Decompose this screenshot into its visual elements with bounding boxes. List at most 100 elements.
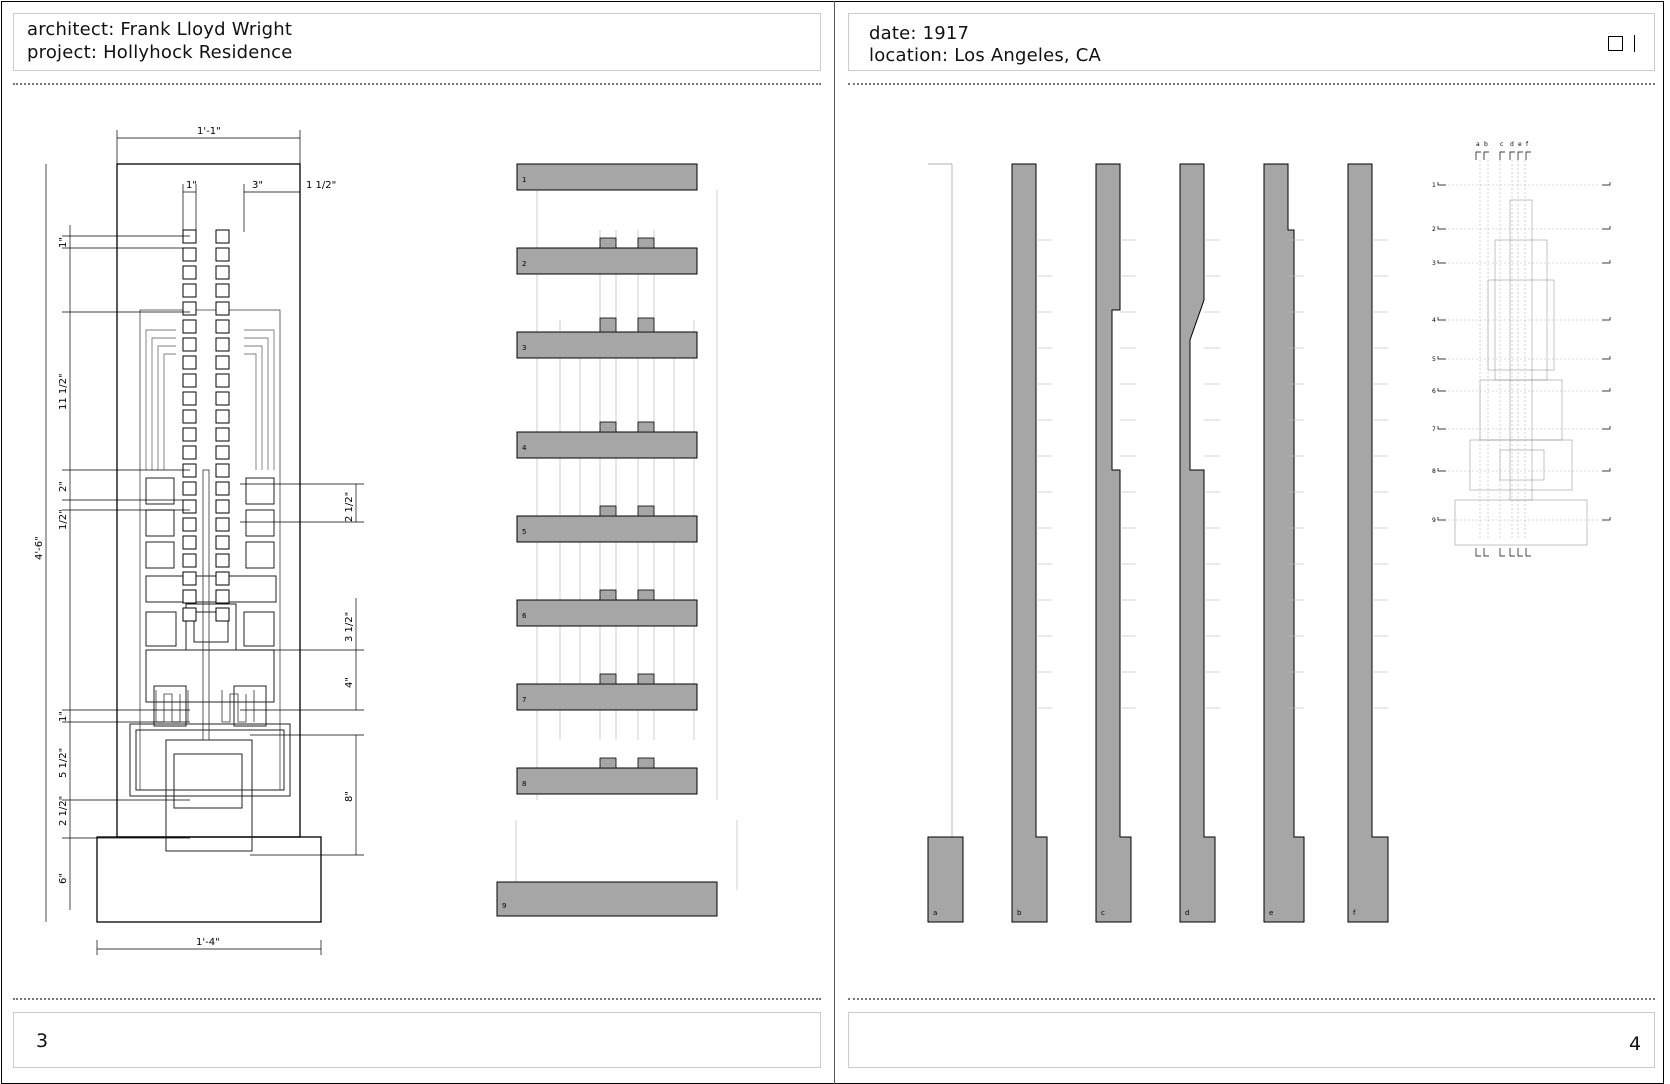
ornament-square <box>182 247 197 262</box>
key-marker <box>1517 548 1523 557</box>
dim-left-2: 2" <box>58 481 69 492</box>
elevation-c: c <box>1095 163 1136 923</box>
dim-bottom-width: 1'-4" <box>196 937 220 948</box>
key-marker <box>1525 548 1531 557</box>
key-cut-marker <box>1602 426 1611 430</box>
ornament-square <box>182 499 197 514</box>
key-cut-marker <box>1602 226 1611 230</box>
section-fill <box>516 683 698 711</box>
key-cut-marker <box>1602 182 1611 186</box>
ornament-square <box>182 571 197 586</box>
dim-right-2-5: 2 1/2" <box>344 492 355 522</box>
right-bottom-rule <box>848 998 1655 1000</box>
section-label: 5 <box>522 528 526 536</box>
ornament-square <box>215 499 230 514</box>
section-fill <box>516 515 698 543</box>
right-top-rule <box>848 83 1655 85</box>
section-notch <box>599 505 617 517</box>
key-cut-marker <box>1437 317 1446 321</box>
right-footer-box: 4 <box>848 1012 1655 1068</box>
ornament-square <box>215 517 230 532</box>
dim-top-width: 1'-1" <box>197 126 221 137</box>
section-cut-6: 6 <box>516 589 698 627</box>
ornament-square <box>182 265 197 280</box>
ornament-square <box>215 265 230 280</box>
ornament-square <box>215 571 230 586</box>
section-label: 2 <box>522 260 526 268</box>
section-fill <box>516 599 698 627</box>
section-notch <box>637 317 655 333</box>
key-marker <box>1483 548 1489 557</box>
key-letter-a: a <box>1476 141 1480 148</box>
section-fill <box>516 331 698 359</box>
key-marker <box>1499 548 1505 557</box>
date-value: 1917 <box>922 23 970 44</box>
key-cut-marker <box>1437 182 1446 186</box>
elevation-a: a <box>927 163 964 923</box>
section-notch <box>637 421 655 433</box>
elevation-fill <box>1347 163 1389 923</box>
dim-right-4: 4" <box>344 677 355 688</box>
ornament-square <box>215 427 230 442</box>
section-label: 6 <box>522 612 527 620</box>
key-cut-marker <box>1437 356 1446 360</box>
section-label: 4 <box>522 444 527 452</box>
dim-left-5-5: 5 1/2" <box>58 748 69 778</box>
ornament-square <box>182 391 197 406</box>
ornament-square <box>215 535 230 550</box>
dim-col-1-5: 1 1/2" <box>306 180 336 191</box>
key-cut-marker <box>1602 317 1611 321</box>
elevation-label: a <box>933 909 937 917</box>
section-cut-1: 1 <box>516 163 698 191</box>
ornament-square <box>182 373 197 388</box>
key-letter-e: e <box>1518 141 1522 148</box>
dim-left-6: 6" <box>58 873 69 884</box>
ornament-square <box>215 301 230 316</box>
ornament-square <box>182 409 197 424</box>
ornament-square <box>182 319 197 334</box>
dim-right-3-5: 3 1/2" <box>344 612 355 642</box>
section-cut-8: 8 <box>516 757 698 795</box>
key-cut-marker <box>1437 260 1446 264</box>
elevation-label: e <box>1269 909 1273 917</box>
elevation-fill <box>1095 163 1132 923</box>
key-number-9: 9 <box>1432 517 1436 524</box>
page-bar-icon <box>1634 35 1635 52</box>
ornament-square <box>215 355 230 370</box>
ornament-square <box>215 391 230 406</box>
section-notch <box>599 317 617 333</box>
dim-left-2-5: 2 1/2" <box>58 796 69 826</box>
page-gutter <box>834 1 835 1084</box>
location-value: Los Angeles, CA <box>954 45 1102 66</box>
key-cut-marker <box>1602 468 1611 472</box>
elevation-fill <box>1263 163 1305 923</box>
section-label: 7 <box>522 696 526 704</box>
key-number-8: 8 <box>1432 468 1436 475</box>
ornament-square <box>182 427 197 442</box>
ornament-square <box>182 589 197 604</box>
location-line: location: Los Angeles, CA <box>869 45 1101 67</box>
section-fill <box>516 767 698 795</box>
project-line: project: Hollyhock Residence <box>27 42 293 64</box>
dim-col-3: 3" <box>252 180 263 191</box>
key-cut-marker <box>1437 517 1446 521</box>
section-label: 9 <box>502 902 506 910</box>
section-fill <box>516 247 698 275</box>
section-fill <box>516 431 698 459</box>
ornament-square <box>215 319 230 334</box>
elevation-label: f <box>1353 909 1356 917</box>
left-page-number: 3 <box>36 1030 49 1052</box>
architect-name: Frank Lloyd Wright <box>120 19 293 40</box>
key-cut-marker <box>1602 356 1611 360</box>
project-name: Hollyhock Residence <box>103 42 293 63</box>
section-notch <box>599 237 617 249</box>
section-cut-5: 5 <box>516 505 698 543</box>
section-cut-7: 7 <box>516 673 698 711</box>
key-letter-c: c <box>1500 141 1503 148</box>
section-cut-4: 4 <box>516 421 698 459</box>
ornament-square <box>182 463 197 478</box>
dim-total-height: 4'-6" <box>34 536 45 560</box>
